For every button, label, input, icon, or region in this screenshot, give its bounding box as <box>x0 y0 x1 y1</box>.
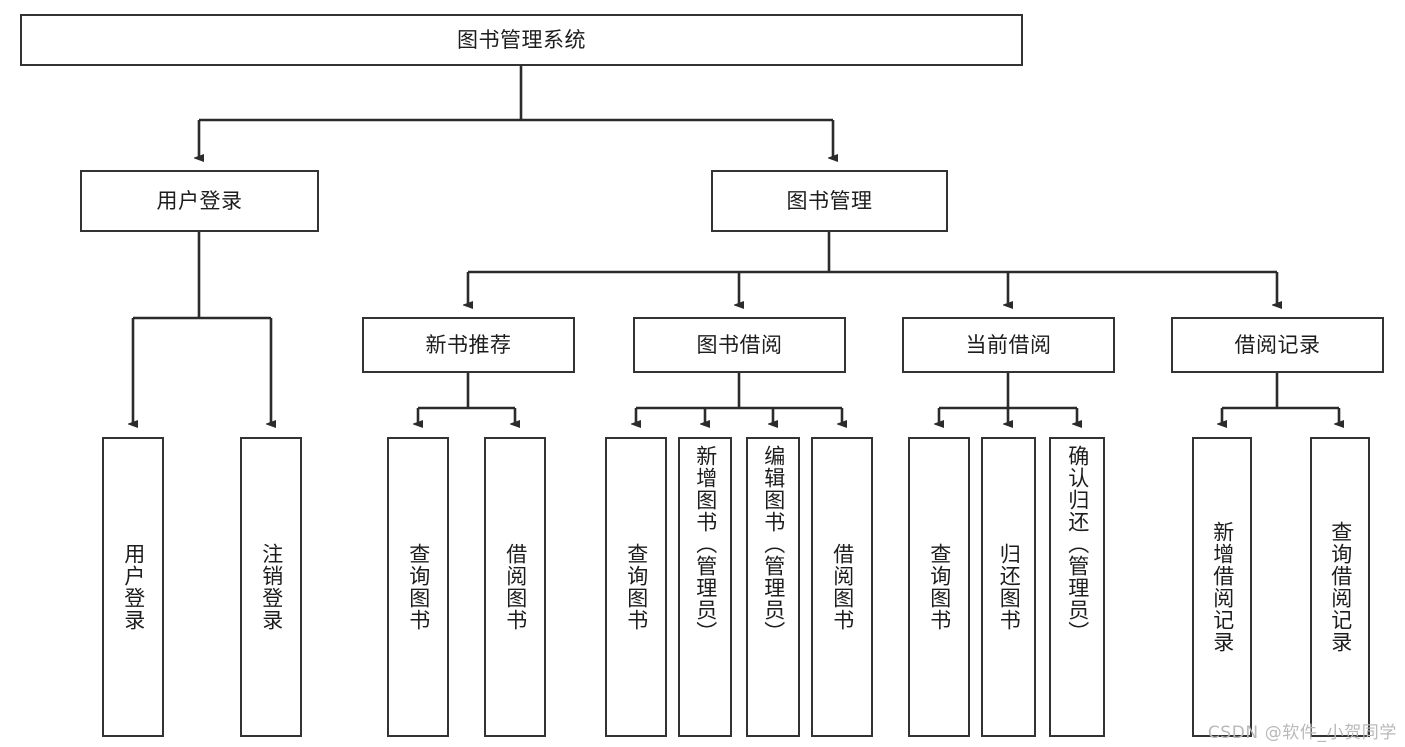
leaf-query-book-recommend[interactable]: 查询图书 <box>387 437 449 737</box>
node-label: 确认归还（管理员） <box>1065 445 1090 643</box>
node-label: 用户登录 <box>121 543 146 631</box>
node-label: 查询图书 <box>624 543 649 631</box>
node-label: 新增图书（管理员） <box>693 445 718 643</box>
node-label: 归还图书 <box>997 543 1022 631</box>
node-new-book-recommend[interactable]: 新书推荐 <box>362 317 575 373</box>
node-user-login[interactable]: 用户登录 <box>80 170 319 232</box>
leaf-user-login[interactable]: 用户登录 <box>102 437 164 737</box>
node-label: 新书推荐 <box>425 332 512 357</box>
leaf-confirm-return-admin[interactable]: 确认归还（管理员） <box>1049 437 1105 737</box>
node-label: 图书借阅 <box>696 332 783 357</box>
leaf-borrow-book-recommend[interactable]: 借阅图书 <box>484 437 546 737</box>
node-label: 查询图书 <box>406 543 431 631</box>
node-label: 借阅图书 <box>503 543 528 631</box>
node-label: 当前借阅 <box>965 332 1052 357</box>
node-label: 用户登录 <box>156 188 243 213</box>
node-current-borrow[interactable]: 当前借阅 <box>902 317 1115 373</box>
leaf-query-book-borrow[interactable]: 查询图书 <box>605 437 667 737</box>
node-label: 借阅记录 <box>1234 332 1321 357</box>
leaf-add-book-admin[interactable]: 新增图书（管理员） <box>678 437 732 737</box>
node-root-book-management-system[interactable]: 图书管理系统 <box>20 14 1023 66</box>
node-book-borrow[interactable]: 图书借阅 <box>633 317 846 373</box>
node-borrow-record[interactable]: 借阅记录 <box>1171 317 1384 373</box>
leaf-user-logout[interactable]: 注销登录 <box>240 437 302 737</box>
node-label: 查询图书 <box>927 543 952 631</box>
leaf-borrow-book[interactable]: 借阅图书 <box>811 437 873 737</box>
node-book-management[interactable]: 图书管理 <box>711 170 948 232</box>
node-label: 借阅图书 <box>830 543 855 631</box>
leaf-return-book[interactable]: 归还图书 <box>981 437 1036 737</box>
node-label: 图书管理 <box>786 188 873 213</box>
node-label: 编辑图书（管理员） <box>761 445 786 643</box>
node-label: 新增借阅记录 <box>1210 521 1235 653</box>
node-label: 图书管理系统 <box>457 27 586 52</box>
node-label: 注销登录 <box>259 543 284 631</box>
leaf-add-borrow-record[interactable]: 新增借阅记录 <box>1192 437 1252 737</box>
watermark-text: CSDN @软件_小贺同学 <box>1207 723 1397 743</box>
leaf-query-borrow-record[interactable]: 查询借阅记录 <box>1310 437 1370 737</box>
leaf-edit-book-admin[interactable]: 编辑图书（管理员） <box>746 437 800 737</box>
node-label: 查询借阅记录 <box>1328 521 1353 653</box>
leaf-query-book-current[interactable]: 查询图书 <box>908 437 970 737</box>
